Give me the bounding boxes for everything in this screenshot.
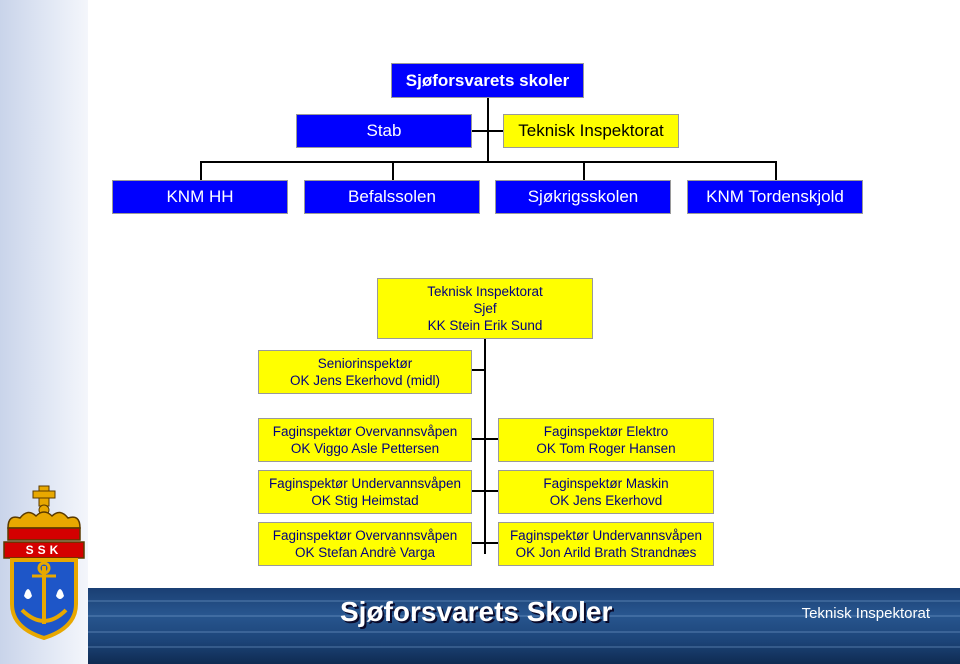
inspector-box: Faginspektør Elektro OK Tom Roger Hansen [498, 418, 714, 462]
teknisk-inspektorat-box: Teknisk Inspektorat [503, 114, 679, 148]
inspector-box: Faginspektør Undervannsvåpen OK Stig Hei… [258, 470, 472, 514]
connector [472, 490, 498, 492]
inspector-name: OK Jon Arild Brath Strandnæs [515, 545, 697, 560]
inspector-name: OK Jens Ekerhovd [549, 493, 663, 508]
unit-box: Sjøkrigsskolen [495, 180, 671, 214]
inspector-name: OK Tom Roger Hansen [536, 441, 676, 456]
inspector-box: Faginspektør Overvannsvåpen OK Stefan An… [258, 522, 472, 566]
ti-head-line: Teknisk Inspektorat [427, 284, 543, 299]
ti-head-line: KK Stein Erik Sund [427, 318, 543, 333]
unit-box: KNM Tordenskjold [687, 180, 863, 214]
wave-texture [88, 631, 960, 633]
connector [472, 542, 498, 544]
emblem-text: SSK [26, 543, 63, 557]
connector [472, 130, 503, 132]
wave-texture [88, 600, 960, 602]
inspector-name: OK Stefan Andrè Varga [294, 545, 436, 560]
senior-name: OK Jens Ekerhovd (midl) [289, 373, 441, 388]
connector [583, 161, 585, 180]
inspector-role: Faginspektør Overvannsvåpen [272, 424, 458, 439]
inspector-name: OK Viggo Asle Pettersen [290, 441, 440, 456]
ti-head-box: Teknisk Inspektorat Sjef KK Stein Erik S… [377, 278, 593, 339]
inspector-role: Faginspektør Maskin [543, 476, 669, 491]
inspector-box: Faginspektør Maskin OK Jens Ekerhovd [498, 470, 714, 514]
ti-head-line: Sjef [473, 301, 497, 316]
connector [472, 369, 485, 371]
inspector-box: Faginspektør Overvannsvåpen OK Viggo Asl… [258, 418, 472, 462]
connector [487, 97, 489, 162]
wave-texture [88, 646, 960, 648]
footer-title: Sjøforsvarets Skoler [340, 596, 613, 627]
senior-box: Seniorinspektør OK Jens Ekerhovd (midl) [258, 350, 472, 394]
inspector-name: OK Stig Heimstad [311, 493, 419, 508]
footer-subtitle: Teknisk Inspektorat [801, 605, 930, 622]
stab-box: Stab [296, 114, 472, 148]
connector [200, 161, 202, 180]
ssk-emblem-icon: SSK [3, 485, 85, 640]
inspector-box: Faginspektør Undervannsvåpen OK Jon Aril… [498, 522, 714, 566]
connector [472, 438, 498, 440]
connector [775, 161, 777, 180]
connector [484, 339, 486, 554]
senior-role: Seniorinspektør [317, 356, 413, 371]
inspector-role: Faginspektør Overvannsvåpen [272, 528, 458, 543]
inspector-role: Faginspektør Elektro [543, 424, 669, 439]
org-title-box: Sjøforsvarets skoler [391, 63, 584, 98]
inspector-role: Faginspektør Undervannsvåpen [268, 476, 462, 491]
wave-texture [88, 615, 960, 617]
connector [392, 161, 394, 180]
footer-banner: Sjøforsvarets Skoler Teknisk Inspektorat [88, 588, 960, 664]
connector [200, 161, 777, 163]
unit-box: KNM HH [112, 180, 288, 214]
unit-box: Befalssolen [304, 180, 480, 214]
inspector-role: Faginspektør Undervannsvåpen [509, 528, 703, 543]
